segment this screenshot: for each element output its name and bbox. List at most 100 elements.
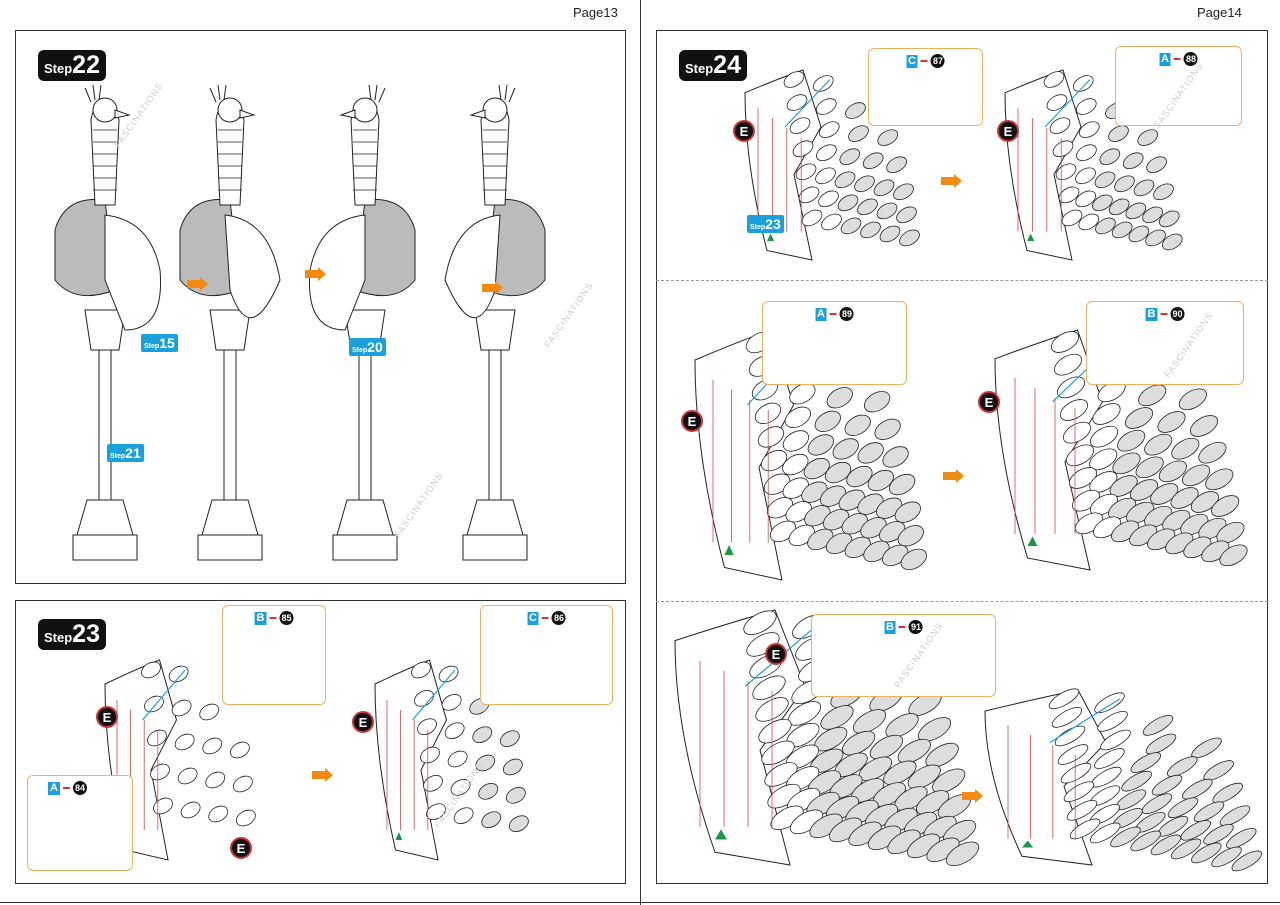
feather-piece [1094,692,1125,714]
feather-piece [417,718,437,735]
feather-piece [852,709,887,734]
feather-piece [801,209,823,227]
feather-piece [475,754,496,772]
feather-piece [180,801,201,819]
feather-piece [1089,822,1121,844]
feather-piece [1053,353,1083,376]
feather-piece [171,699,192,717]
feather-piece [1198,441,1227,464]
part-letter: B [1145,307,1158,321]
feather-piece [786,94,808,111]
step-number: 22 [72,51,100,79]
section-divider [656,280,1268,281]
feather-piece [1075,167,1096,185]
feather-piece [1144,433,1173,456]
wing [444,214,501,319]
feather-piece [917,717,952,742]
peacock-figure [179,84,281,561]
feather-piece [1203,760,1234,781]
feather-piece [761,740,795,766]
feather-piece [1063,781,1095,803]
next-arrow-icon [962,789,983,803]
feather-piece [1060,762,1092,784]
feather-piece [1072,75,1094,92]
feather-piece [177,767,198,785]
beak [469,109,486,119]
feather-piece [1059,399,1089,421]
feather-piece [1125,202,1147,220]
feather-piece [1191,842,1222,864]
feather-piece [1219,805,1251,827]
marker-e: E [230,837,252,859]
feather-piece [1069,818,1101,840]
feather-piece [899,229,920,247]
marker-e: E [978,391,1000,413]
feather-piece [1097,711,1128,732]
feather-piece [1219,544,1248,567]
stand-top [474,309,516,351]
feather-piece [889,473,916,496]
stand-foot [332,534,398,561]
step-number: 24 [713,51,741,79]
wing-assembly-illustration [374,659,529,861]
feather-piece [764,762,798,787]
section-divider [656,601,1268,602]
feather-piece [896,206,917,224]
feather-piece [789,383,816,405]
feather-piece [814,410,841,432]
feather-piece [932,768,966,794]
feather-piece [832,438,859,460]
stand-pole [98,349,112,501]
step-number: 21 [125,445,141,461]
blue-guide-curve [784,79,831,128]
wing [224,214,281,319]
feather-piece [447,750,468,768]
feather-piece [1099,148,1121,166]
feather-piece [1062,421,1092,444]
feather-piece [1050,331,1080,353]
feather-piece [481,811,502,828]
feather-piece [208,805,229,823]
stand-foot [462,534,528,561]
wing-assembly-illustration [1004,69,1183,261]
feather-piece [1068,467,1098,489]
feather-piece [818,190,839,208]
feather-piece [174,733,195,751]
feather-piece [886,156,907,174]
feather-piece [141,661,161,679]
feather-piece [826,387,853,409]
next-arrow-icon [312,768,333,782]
feather-piece [945,841,980,867]
feather-piece [450,779,471,796]
step-word: Step [750,224,766,231]
feather-piece [1124,407,1154,429]
stand-pole [358,349,372,501]
feather-piece [1089,471,1118,493]
feather-piece [824,461,852,484]
part-number: 87 [930,54,945,68]
feather-piece [789,117,811,134]
feather-piece [1114,175,1135,193]
wing-assembly-illustration [744,69,920,261]
feather-piece [1092,403,1121,425]
feather-piece [1095,217,1116,235]
feather-piece [1180,819,1212,841]
feather-piece [798,186,820,204]
part-letter: A [48,781,60,795]
feather-piece [1043,71,1065,88]
feather-piece [803,457,830,480]
feather-piece [1057,744,1089,765]
blue-guide-curve [1044,79,1091,128]
feather-piece [1089,448,1118,471]
feather-piece [1158,460,1187,483]
part-number: 85 [279,611,294,625]
part-number: 88 [1183,52,1198,66]
feather-piece [1138,384,1167,407]
feather-piece [1094,748,1125,769]
peacock-figure [308,84,416,561]
feather-piece [1075,190,1097,208]
feather-piece [839,148,861,166]
